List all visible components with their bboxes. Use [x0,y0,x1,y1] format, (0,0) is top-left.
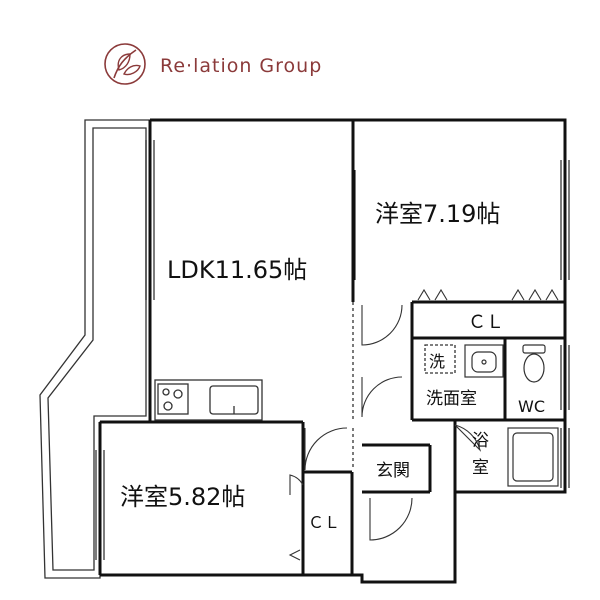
brand-logo: Re·lation Group [104,43,322,85]
room-label-bedroom-large: 洋室7.19帖 [375,200,500,228]
closet-label-large: ＣＬ [468,312,504,333]
partitions [352,302,456,470]
brand-name: Re·lation Group [160,55,322,77]
stove-burner-icon [162,388,170,396]
room-label-entrance: 玄関 [376,461,410,481]
closet-hanger-marks [288,288,559,561]
closet-label-small: ＣＬ [308,513,340,532]
kitchen-counter [154,379,263,421]
stove-burner-icon [163,401,173,411]
bathtub-icon [507,427,559,487]
toilet-icon [522,344,546,383]
leaf-circle-icon [104,43,146,85]
room-label-ldk: LDK11.65帖 [167,256,307,284]
room-label-bath-2: 室 [472,458,489,478]
stove-burner-icon [173,389,183,399]
room-label-bath-1: 浴 [472,431,489,451]
doors [289,304,482,541]
walls [98,118,567,584]
room-label-toilet: WC [518,397,545,416]
windows [95,140,570,560]
room-label-washroom: 洗面室 [426,389,477,409]
wash-basin-icon [464,344,504,378]
washer-label: 洗 [429,352,445,371]
room-label-bedroom-small: 洋室5.82帖 [120,483,245,511]
